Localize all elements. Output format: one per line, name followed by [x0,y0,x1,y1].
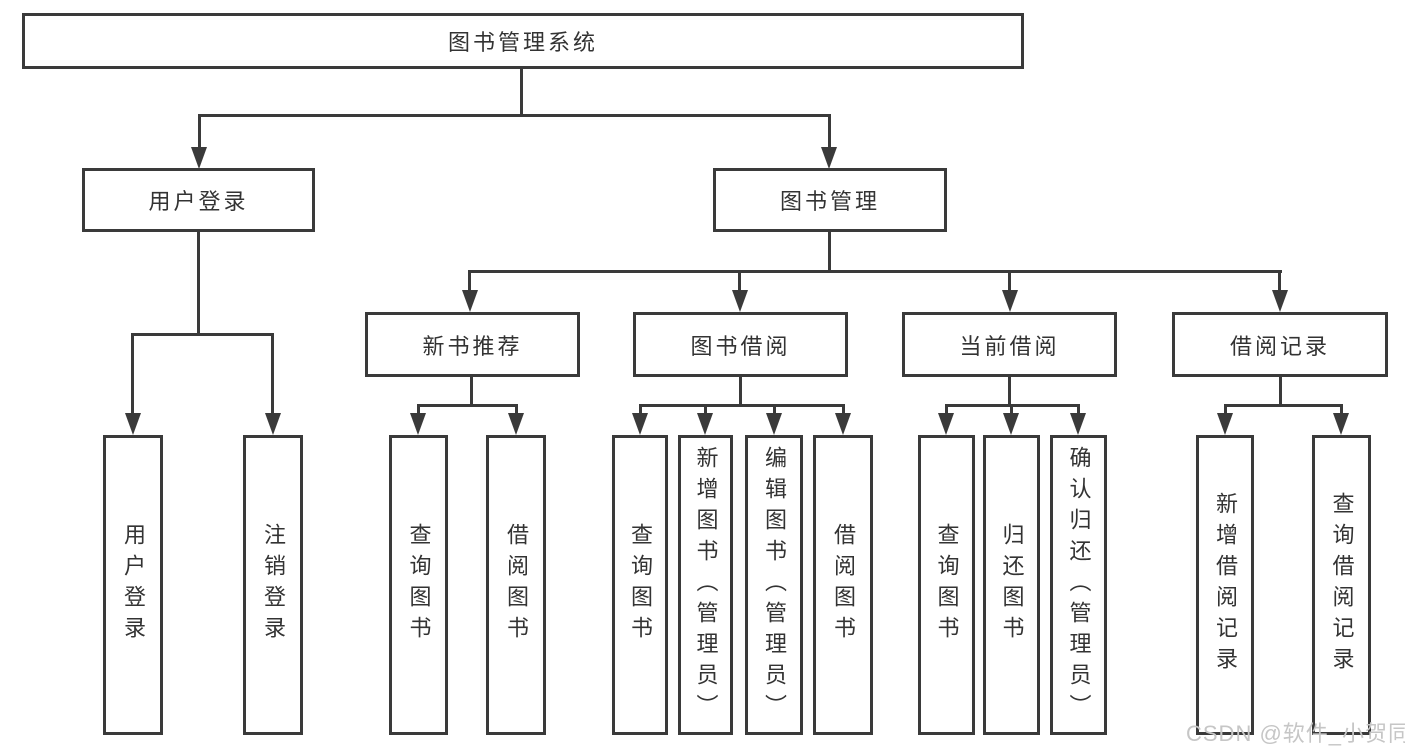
node-current-borrow: 当前借阅 [902,312,1117,377]
connector-line [828,232,831,272]
arrow-down-icon [1003,413,1019,435]
connector-line [773,404,776,418]
arrow-down-icon [938,413,954,435]
connector-line [417,404,518,407]
connector-line [198,114,831,117]
connector-line [739,377,742,407]
leaf-return-books: 归还图书 [983,435,1040,735]
leaf-query-books-borrow: 查询图书 [612,435,668,735]
leaf-add-books-admin: 新增图书（管理员） [678,435,733,735]
arrow-down-icon [1070,413,1086,435]
connector-line [520,69,523,115]
leaf-confirm-return-admin: 确认归还（管理员） [1050,435,1107,735]
connector-line [1077,404,1080,418]
leaf-logout: 注销登录 [243,435,303,735]
connector-line [197,232,200,335]
connector-line [704,404,707,418]
arrow-down-icon [125,413,141,435]
leaf-edit-books-admin: 编辑图书（管理员） [745,435,803,735]
connector-line [738,270,741,294]
leaf-borrow-books: 借阅图书 [813,435,873,735]
arrow-down-icon [835,413,851,435]
connector-line [1224,404,1227,418]
connector-line [470,377,473,407]
leaf-query-borrow-record: 查询借阅记录 [1312,435,1371,735]
connector-line [131,333,134,417]
connector-line [271,333,274,417]
connector-line [1008,270,1011,294]
arrow-down-icon [508,413,524,435]
arrow-down-icon [191,147,207,169]
node-library-system: 图书管理系统 [22,13,1024,69]
node-borrow-records: 借阅记录 [1172,312,1388,377]
connector-line [1279,377,1282,407]
node-new-book-recommend: 新书推荐 [365,312,580,377]
leaf-user-login: 用户登录 [103,435,163,735]
arrow-down-icon [410,413,426,435]
connector-line [639,404,845,407]
connector-line [468,270,471,294]
node-user-login: 用户登录 [82,168,315,232]
leaf-borrow-books-recommend: 借阅图书 [486,435,546,735]
connector-line [1224,404,1343,407]
arrow-down-icon [632,413,648,435]
arrow-down-icon [732,290,748,312]
leaf-query-books-recommend: 查询图书 [389,435,448,735]
arrow-down-icon [697,413,713,435]
arrow-down-icon [1272,290,1288,312]
node-book-borrow: 图书借阅 [633,312,848,377]
connector-line [828,114,831,152]
arrow-down-icon [1002,290,1018,312]
arrow-down-icon [821,147,837,169]
connector-line [417,404,420,418]
node-book-management: 图书管理 [713,168,947,232]
arrow-down-icon [766,413,782,435]
arrow-down-icon [1333,413,1349,435]
leaf-query-books-current: 查询图书 [918,435,975,735]
connector-line [1008,377,1011,407]
arrow-down-icon [1217,413,1233,435]
arrow-down-icon [462,290,478,312]
connector-line [468,270,1282,273]
connector-line [1278,270,1281,294]
connector-line [515,404,518,418]
connector-line [945,404,948,418]
connector-line [639,404,642,418]
connector-line [1340,404,1343,418]
leaf-add-borrow-record: 新增借阅记录 [1196,435,1254,735]
arrow-down-icon [265,413,281,435]
csdn-watermark: CSDN @软件_小贺同学 [1186,721,1405,746]
connector-line [1010,404,1013,418]
connector-line [131,333,274,336]
connector-line [842,404,845,418]
connector-line [198,114,201,152]
